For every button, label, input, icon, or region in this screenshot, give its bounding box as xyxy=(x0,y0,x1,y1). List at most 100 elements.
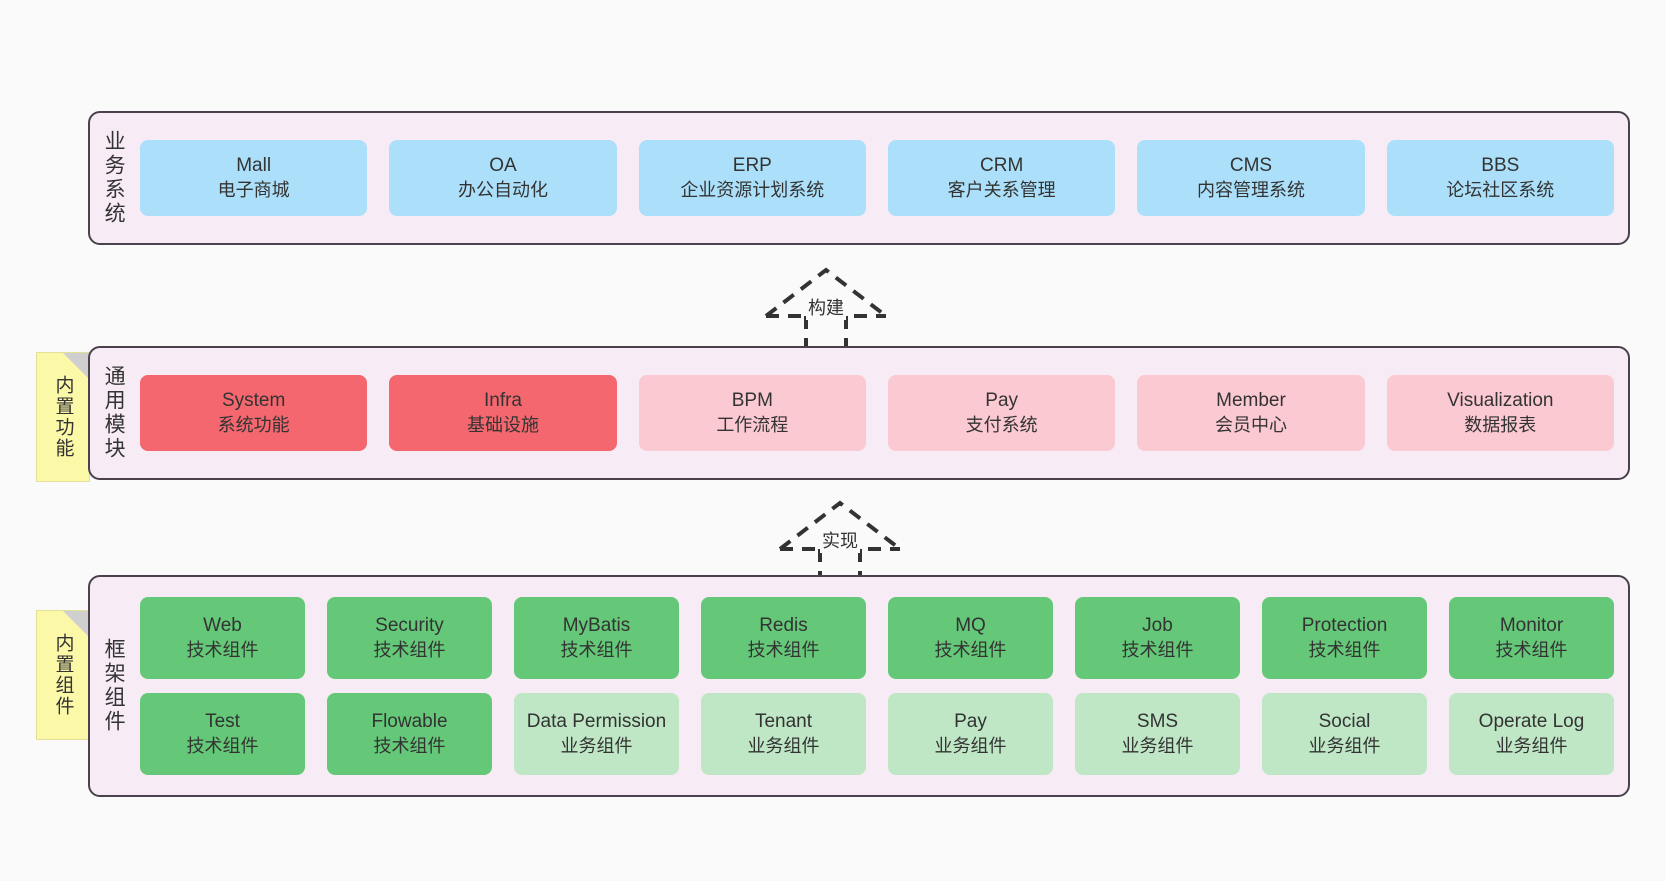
node-bbs-en: BBS xyxy=(1481,155,1520,177)
node-mall[interactable]: Mall 电子商城 xyxy=(140,140,368,216)
node-bbs[interactable]: BBS 论坛社区系统 xyxy=(1386,140,1614,216)
node-flowable-en: Flowable xyxy=(371,711,448,733)
node-infra-en: Infra xyxy=(483,390,522,412)
layer-business-body: Mall 电子商城 OA 办公自动化 ERP 企业资源计划系统 CRM 客户关系… xyxy=(136,113,1628,243)
layer-common-modules: 通用模块 System 系统功能 Infra 基础设施 BPM 工作流程 Pay… xyxy=(88,346,1630,480)
node-sms-cn: 业务组件 xyxy=(1121,735,1194,756)
business-node-row: Mall 电子商城 OA 办公自动化 ERP 企业资源计划系统 CRM 客户关系… xyxy=(140,140,1614,216)
page-fold-icon xyxy=(63,353,89,379)
framework-node-row-2: Test 技术组件 Flowable 技术组件 Data Permission … xyxy=(140,693,1614,775)
node-job[interactable]: Job 技术组件 xyxy=(1075,597,1240,679)
node-pay-component[interactable]: Pay 业务组件 xyxy=(888,693,1053,775)
node-sms[interactable]: SMS 业务组件 xyxy=(1075,693,1240,775)
arrow-build-label: 构建 xyxy=(806,294,846,320)
node-bbs-cn: 论坛社区系统 xyxy=(1446,179,1555,200)
node-bpm-en: BPM xyxy=(731,390,773,412)
node-operate-log-cn: 业务组件 xyxy=(1495,735,1568,756)
layer-framework-body: Web 技术组件 Security 技术组件 MyBatis 技术组件 Redi… xyxy=(136,577,1628,795)
arrow-implement-label: 实现 xyxy=(820,527,860,553)
node-mq-en: MQ xyxy=(955,615,986,637)
node-job-en: Job xyxy=(1142,615,1173,637)
node-job-cn: 技术组件 xyxy=(1121,639,1194,660)
node-tenant-cn: 业务组件 xyxy=(747,735,820,756)
node-cms-cn: 内容管理系统 xyxy=(1196,179,1305,200)
node-web-cn: 技术组件 xyxy=(186,639,259,660)
node-tenant-en: Tenant xyxy=(754,711,813,733)
node-pay-component-en: Pay xyxy=(954,711,987,733)
node-oa-en: OA xyxy=(489,155,517,177)
node-flowable[interactable]: Flowable 技术组件 xyxy=(327,693,492,775)
node-data-permission-en: Data Permission xyxy=(526,711,667,733)
node-web[interactable]: Web 技术组件 xyxy=(140,597,305,679)
node-cms-en: CMS xyxy=(1229,155,1273,177)
layer-business-systems: 业务系统 Mall 电子商城 OA 办公自动化 ERP 企业资源计划系统 CRM… xyxy=(88,111,1630,245)
node-pay-module-en: Pay xyxy=(985,390,1019,412)
node-infra[interactable]: Infra 基础设施 xyxy=(389,375,617,451)
sticky-note-builtin-function-label: 内置功能 xyxy=(52,375,74,459)
node-redis-cn: 技术组件 xyxy=(747,639,820,660)
layer-framework-components: 框架组件 Web 技术组件 Security 技术组件 MyBatis 技术组件… xyxy=(88,575,1630,797)
node-test[interactable]: Test 技术组件 xyxy=(140,693,305,775)
node-protection-cn: 技术组件 xyxy=(1308,639,1381,660)
node-cms[interactable]: CMS 内容管理系统 xyxy=(1137,140,1365,216)
layer-common-body: System 系统功能 Infra 基础设施 BPM 工作流程 Pay 支付系统… xyxy=(136,348,1628,478)
node-monitor-cn: 技术组件 xyxy=(1495,639,1568,660)
node-pay-module-cn: 支付系统 xyxy=(965,414,1038,435)
node-sms-en: SMS xyxy=(1136,711,1179,733)
node-test-cn: 技术组件 xyxy=(186,735,259,756)
node-erp[interactable]: ERP 企业资源计划系统 xyxy=(638,140,866,216)
node-erp-en: ERP xyxy=(732,155,772,177)
node-system-en: System xyxy=(221,390,286,412)
node-data-permission[interactable]: Data Permission 业务组件 xyxy=(514,693,679,775)
node-mybatis-en: MyBatis xyxy=(562,615,631,637)
node-redis-en: Redis xyxy=(759,615,808,637)
node-visualization-cn: 数据报表 xyxy=(1464,414,1537,435)
node-operate-log[interactable]: Operate Log 业务组件 xyxy=(1449,693,1614,775)
node-mq[interactable]: MQ 技术组件 xyxy=(888,597,1053,679)
node-tenant[interactable]: Tenant 业务组件 xyxy=(701,693,866,775)
sticky-note-builtin-function: 内置功能 xyxy=(36,352,90,482)
node-erp-cn: 企业资源计划系统 xyxy=(680,179,825,200)
node-system-cn: 系统功能 xyxy=(217,414,290,435)
node-mq-cn: 技术组件 xyxy=(934,639,1007,660)
page-fold-icon xyxy=(63,611,89,637)
node-member-en: Member xyxy=(1216,390,1286,412)
node-crm[interactable]: CRM 客户关系管理 xyxy=(887,140,1116,216)
node-member[interactable]: Member 会员中心 xyxy=(1137,375,1365,451)
node-test-en: Test xyxy=(205,711,240,733)
node-infra-cn: 基础设施 xyxy=(466,414,539,435)
node-data-permission-cn: 业务组件 xyxy=(560,735,633,756)
sticky-note-builtin-component: 内置组件 xyxy=(36,610,90,740)
node-redis[interactable]: Redis 技术组件 xyxy=(701,597,866,679)
node-mybatis[interactable]: MyBatis 技术组件 xyxy=(514,597,679,679)
node-monitor[interactable]: Monitor 技术组件 xyxy=(1449,597,1614,679)
layer-common-caption: 通用模块 xyxy=(102,365,126,461)
node-flowable-cn: 技术组件 xyxy=(373,735,446,756)
node-mall-cn: 电子商城 xyxy=(217,179,290,200)
arrow-build: 构建 xyxy=(736,258,916,358)
node-oa[interactable]: OA 办公自动化 xyxy=(389,140,617,216)
common-node-row: System 系统功能 Infra 基础设施 BPM 工作流程 Pay 支付系统… xyxy=(140,375,1614,451)
node-bpm-cn: 工作流程 xyxy=(716,414,789,435)
node-pay-module[interactable]: Pay 支付系统 xyxy=(887,375,1116,451)
node-security[interactable]: Security 技术组件 xyxy=(327,597,492,679)
node-social-en: Social xyxy=(1318,711,1371,733)
framework-node-row-1: Web 技术组件 Security 技术组件 MyBatis 技术组件 Redi… xyxy=(140,597,1614,679)
node-pay-component-cn: 业务组件 xyxy=(934,735,1007,756)
node-security-cn: 技术组件 xyxy=(373,639,446,660)
node-social-cn: 业务组件 xyxy=(1308,735,1381,756)
node-monitor-en: Monitor xyxy=(1499,615,1564,637)
node-crm-en: CRM xyxy=(980,155,1024,177)
node-member-cn: 会员中心 xyxy=(1214,414,1287,435)
node-visualization[interactable]: Visualization 数据报表 xyxy=(1386,375,1614,451)
node-protection[interactable]: Protection 技术组件 xyxy=(1262,597,1427,679)
node-bpm[interactable]: BPM 工作流程 xyxy=(638,375,866,451)
node-system[interactable]: System 系统功能 xyxy=(140,375,368,451)
node-mybatis-cn: 技术组件 xyxy=(560,639,633,660)
layer-business-caption: 业务系统 xyxy=(102,130,126,226)
layer-framework-caption: 框架组件 xyxy=(102,638,126,734)
node-operate-log-en: Operate Log xyxy=(1478,711,1585,733)
node-security-en: Security xyxy=(375,615,444,637)
sticky-note-builtin-component-label: 内置组件 xyxy=(52,633,74,717)
node-social[interactable]: Social 业务组件 xyxy=(1262,693,1427,775)
